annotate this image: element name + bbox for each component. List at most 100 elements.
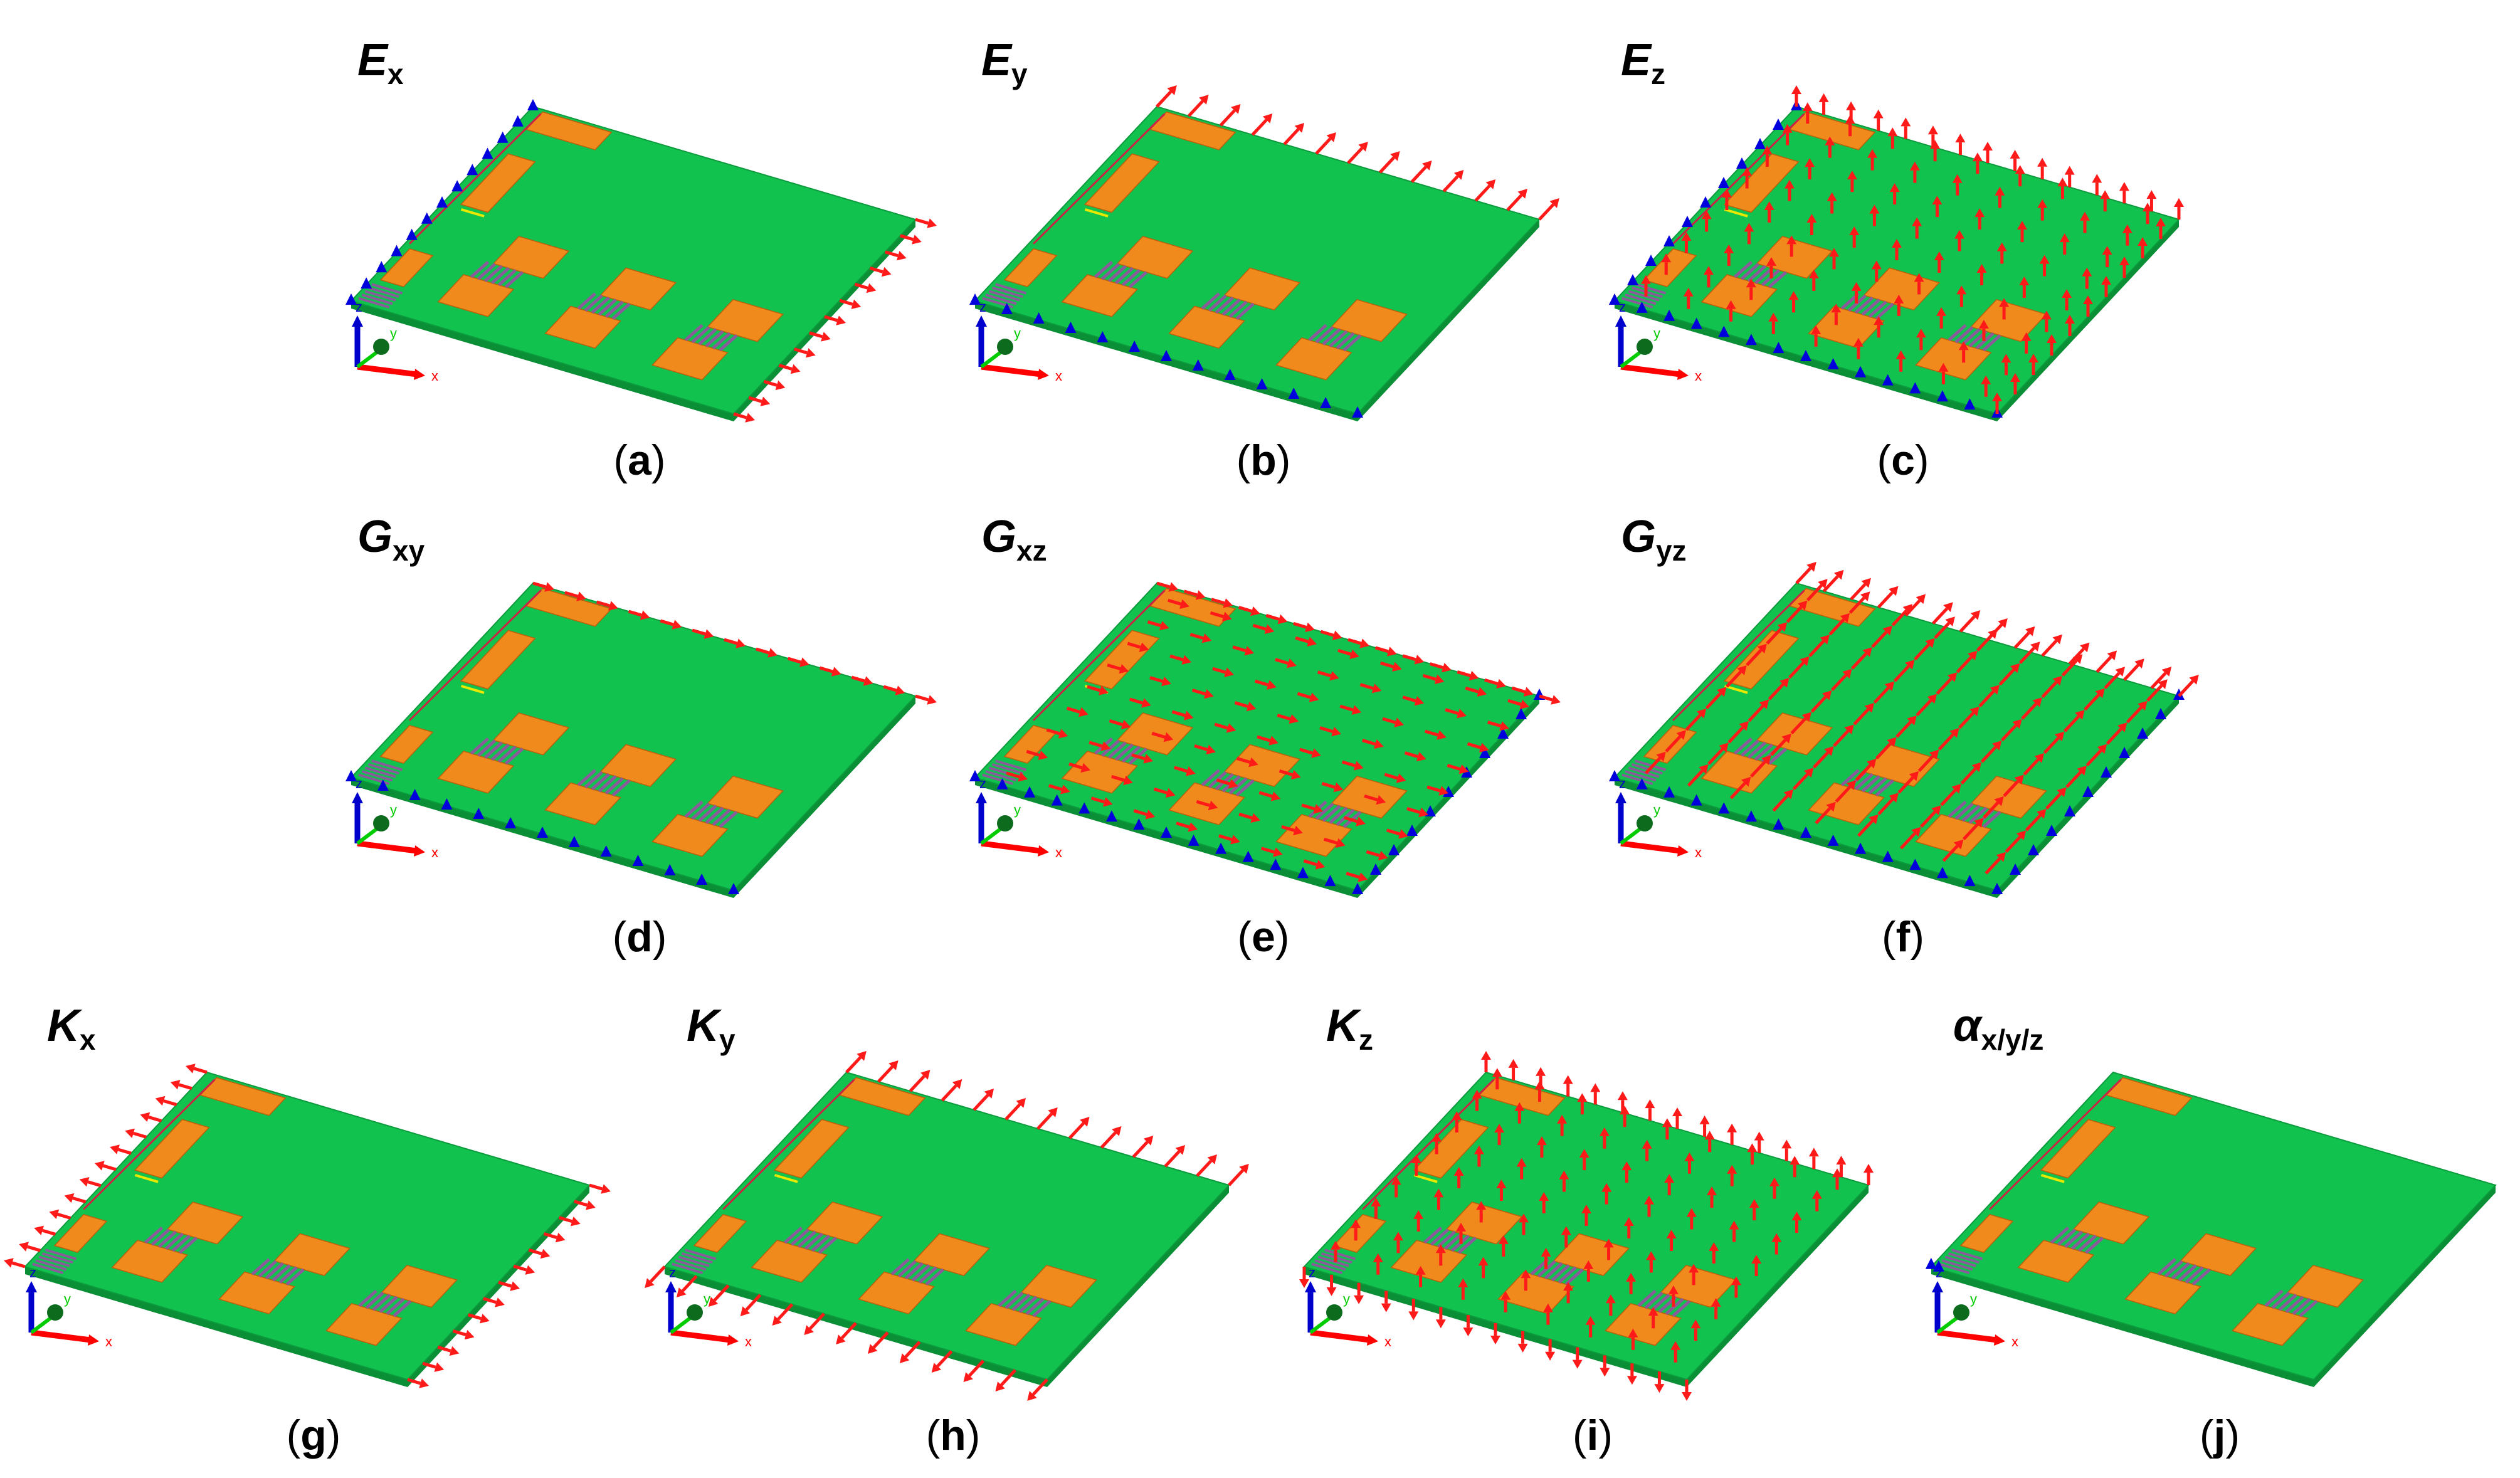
load-arrow [1299, 747, 1314, 755]
load-arrow-head [2095, 688, 2105, 699]
load-arrow-head [1824, 746, 1834, 756]
component-pad [1223, 267, 1301, 311]
load-arrow-head [1102, 797, 1113, 807]
load-arrow-head [2062, 289, 2072, 298]
load-arrow-head [1437, 730, 1447, 740]
component-pad [166, 1201, 244, 1245]
lead-stripe [604, 300, 624, 318]
load-arrow-head [2077, 766, 2087, 776]
y-axis-marker [687, 1304, 703, 1321]
lead-stripe [367, 763, 399, 775]
title-subscript: xz [1016, 534, 1047, 567]
load-arrow [1156, 581, 1171, 589]
load-arrow-head [1821, 690, 1832, 700]
load-arrow-head [1208, 800, 1218, 811]
load-arrow-head [1027, 1391, 1037, 1401]
support-marker [1324, 875, 1336, 887]
load-arrow-head [1536, 1067, 1546, 1076]
board-edge-right [1997, 219, 2179, 421]
component-pad [707, 298, 784, 342]
title-symbol: α [1953, 1001, 1983, 1051]
load-arrow-head [1998, 618, 2008, 628]
load-arrow-head [1978, 319, 1989, 329]
load-arrow [968, 1359, 985, 1377]
load-arrow [1090, 796, 1105, 804]
lead-stripe [1621, 297, 1653, 309]
load-arrow-head [1914, 273, 1924, 282]
load-arrow-head [1907, 715, 1917, 726]
y-axis-marker [1637, 339, 1653, 355]
load-arrow-head [1517, 189, 1527, 199]
load-arrow-head [1949, 728, 1959, 738]
support-marker [1925, 1257, 1937, 1269]
boundary-conditions [345, 99, 937, 423]
load-arrow-head [1123, 775, 1133, 786]
title-symbol: K [47, 1001, 83, 1051]
load-arrow-head [608, 601, 618, 611]
load-arrow-head [1834, 569, 1844, 580]
load-arrow-head [1790, 1156, 1800, 1165]
support-marker [345, 293, 357, 305]
support-marker [527, 99, 539, 110]
lead-stripe [1336, 332, 1355, 350]
load-arrow [1364, 794, 1378, 801]
load-arrow-head [1435, 1244, 1446, 1254]
support-marker [1636, 778, 1648, 789]
load-arrow [909, 1075, 925, 1092]
load-arrow [973, 1094, 989, 1111]
load-arrow [1132, 1141, 1149, 1158]
support-marker [1754, 138, 1766, 149]
y-axis-marker [373, 815, 389, 831]
support-marker [1033, 312, 1045, 324]
lead-stripe [1443, 1232, 1463, 1250]
support-marker [600, 845, 612, 857]
x-axis [1620, 840, 1681, 854]
load-arrow-head [1496, 678, 1506, 689]
lead-stripe [1635, 759, 1667, 771]
load-arrow-head [1784, 179, 1795, 189]
load-arrow-head [1916, 594, 1926, 604]
lead-stripe [2271, 1292, 2291, 1309]
load-arrow-head [2037, 808, 2047, 819]
support-marker [2046, 825, 2057, 836]
load-arrow-head [1521, 1269, 1531, 1279]
trace [1033, 589, 1166, 721]
load-arrow [1218, 834, 1233, 842]
load-arrow [1265, 614, 1280, 621]
load-arrow [1940, 789, 1957, 806]
lead-stripe [797, 1230, 817, 1248]
lead-stripe [1637, 1289, 1657, 1307]
board-edge-right [1358, 219, 1539, 421]
load-arrow [745, 1294, 762, 1311]
support-marker [1663, 786, 1675, 798]
load-arrow-head [1683, 287, 1694, 297]
y-axis-label: y [1653, 325, 1660, 341]
panel-i-title: Kz [1326, 1001, 1373, 1056]
coordinate-triad: zxy [1932, 1265, 2018, 1349]
load-arrow-head [1676, 730, 1686, 740]
load-arrow-head [1181, 655, 1192, 665]
load-arrow-head [1995, 186, 2005, 196]
support-marker [1773, 119, 1784, 130]
load-arrow-head [836, 1334, 846, 1344]
lead-stripe [604, 777, 624, 794]
load-arrow [1087, 685, 1101, 692]
load-arrow-head [495, 1297, 505, 1307]
load-arrow [1788, 662, 1805, 679]
lead-stripe [1854, 773, 1874, 791]
load-arrow [1850, 583, 1867, 601]
load-arrow-head [586, 1200, 596, 1210]
y-axis-label: y [1653, 802, 1660, 818]
load-arrow-head [1224, 667, 1234, 677]
load-arrow [692, 628, 706, 636]
lead-stripe [1100, 263, 1120, 280]
load-arrow-head [1476, 1201, 1487, 1210]
load-arrow-head [672, 620, 682, 630]
load-arrow-head [1516, 1158, 1527, 1167]
lead-stripe [678, 1255, 710, 1267]
caption-letter: b [1250, 436, 1277, 484]
component-pad [2287, 1264, 2364, 1308]
load-arrow-head [1199, 95, 1209, 105]
lead-stripe [991, 763, 1023, 775]
